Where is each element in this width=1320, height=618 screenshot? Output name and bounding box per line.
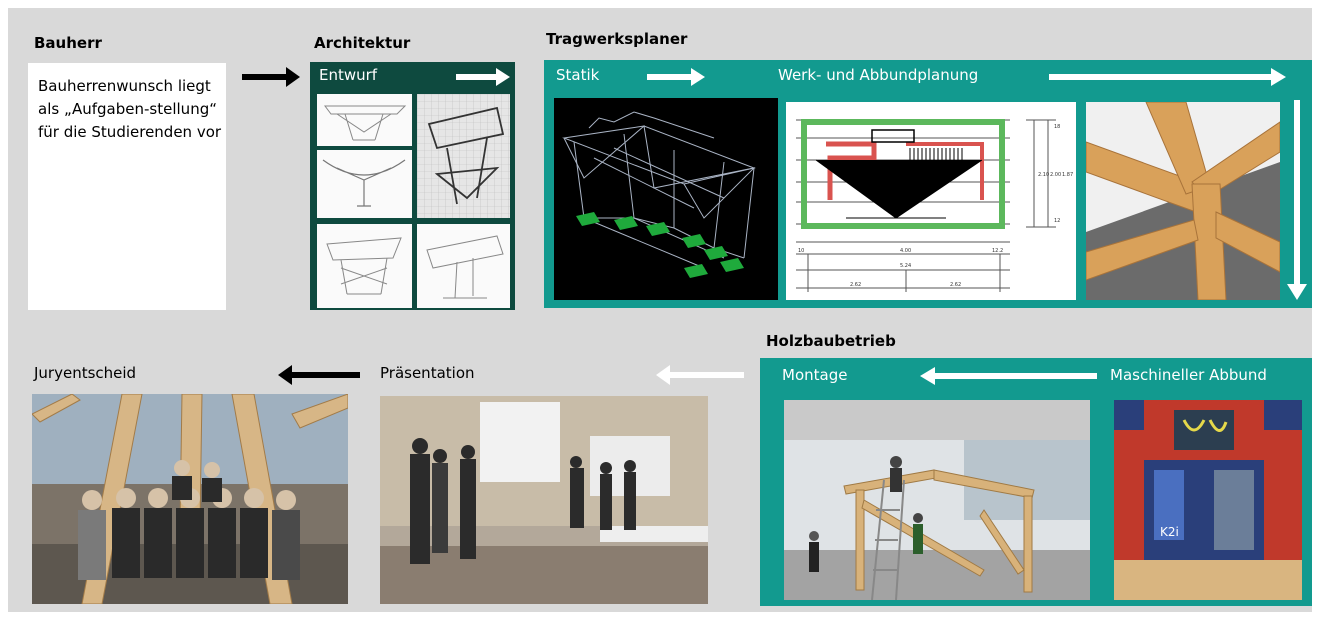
bauherr-heading: Bauherr: [34, 34, 102, 52]
flow-diagram: Bauherr Bauherrenwunsch liegt als „Aufga…: [8, 8, 1312, 612]
sketch-structure-image: [317, 224, 412, 308]
arrow-right-black: [242, 67, 300, 87]
arrow-left-white: [920, 367, 1097, 385]
architektur-panel: Entwurf: [310, 62, 515, 310]
praesentation-label: Präsentation: [380, 364, 475, 382]
arrow-right-white: [456, 68, 510, 86]
statik-label: Statik: [556, 66, 600, 84]
werk-abbundplanung-label: Werk- und Abbundplanung: [778, 66, 979, 84]
dim-label: 10: [798, 248, 804, 254]
structural-model-image: [554, 98, 778, 300]
entwurf-label: Entwurf: [319, 66, 378, 84]
sketch-grid-image: [417, 94, 510, 218]
dim-label: 12: [1054, 218, 1060, 224]
sketch-canopy-image: [417, 224, 510, 308]
tragwerksplaner-panel: Statik Werk- und Abbundplanung: [544, 60, 1312, 308]
holzbaubetrieb-panel: Montage Maschineller Abbund: [760, 358, 1312, 606]
dim-label: 12.2: [992, 248, 1003, 254]
cnc-machine-photo: K2i: [1114, 400, 1302, 600]
bauherr-text: Bauherrenwunsch liegt als „Aufgaben-stel…: [38, 77, 222, 141]
juryentscheid-label: Juryentscheid: [34, 364, 137, 382]
dim-label: 2.62: [850, 282, 861, 288]
timber-joint-image: [1086, 102, 1280, 300]
bauherr-box: Bauherrenwunsch liegt als „Aufgaben-stel…: [28, 63, 226, 310]
dim-label: 5.24: [900, 263, 911, 269]
arrow-left-black: [278, 365, 360, 385]
architektur-heading: Architektur: [314, 34, 411, 52]
arrow-down-white: [1287, 100, 1307, 300]
sketch-funnel-image: [317, 150, 412, 218]
presentation-photo: [380, 396, 708, 604]
dim-label: 18: [1054, 124, 1060, 130]
arrow-right-white: [1049, 68, 1286, 86]
dim-label: 2.00: [1050, 172, 1061, 178]
tragwerksplaner-heading: Tragwerksplaner: [546, 30, 688, 48]
maschineller-abbund-label: Maschineller Abbund: [1110, 366, 1267, 384]
dim-label: 4.00: [900, 248, 911, 254]
montage-label: Montage: [782, 366, 848, 384]
machine-label: K2i: [1160, 525, 1179, 539]
technical-drawing-image: 10 4.00 12.2 5.24 2.62 2.62 18 2.10 2.00…: [786, 102, 1076, 300]
holzbaubetrieb-heading: Holzbaubetrieb: [766, 332, 896, 350]
dim-label: 1.87: [1062, 172, 1073, 178]
dim-label: 2.62: [950, 282, 961, 288]
assembly-photo: [784, 400, 1090, 600]
jury-photo: [32, 394, 348, 604]
arrow-left-white: [656, 365, 744, 385]
sketch-roof-image: [317, 94, 412, 146]
arrow-right-white: [647, 68, 705, 86]
dim-label: 2.10: [1038, 172, 1049, 178]
